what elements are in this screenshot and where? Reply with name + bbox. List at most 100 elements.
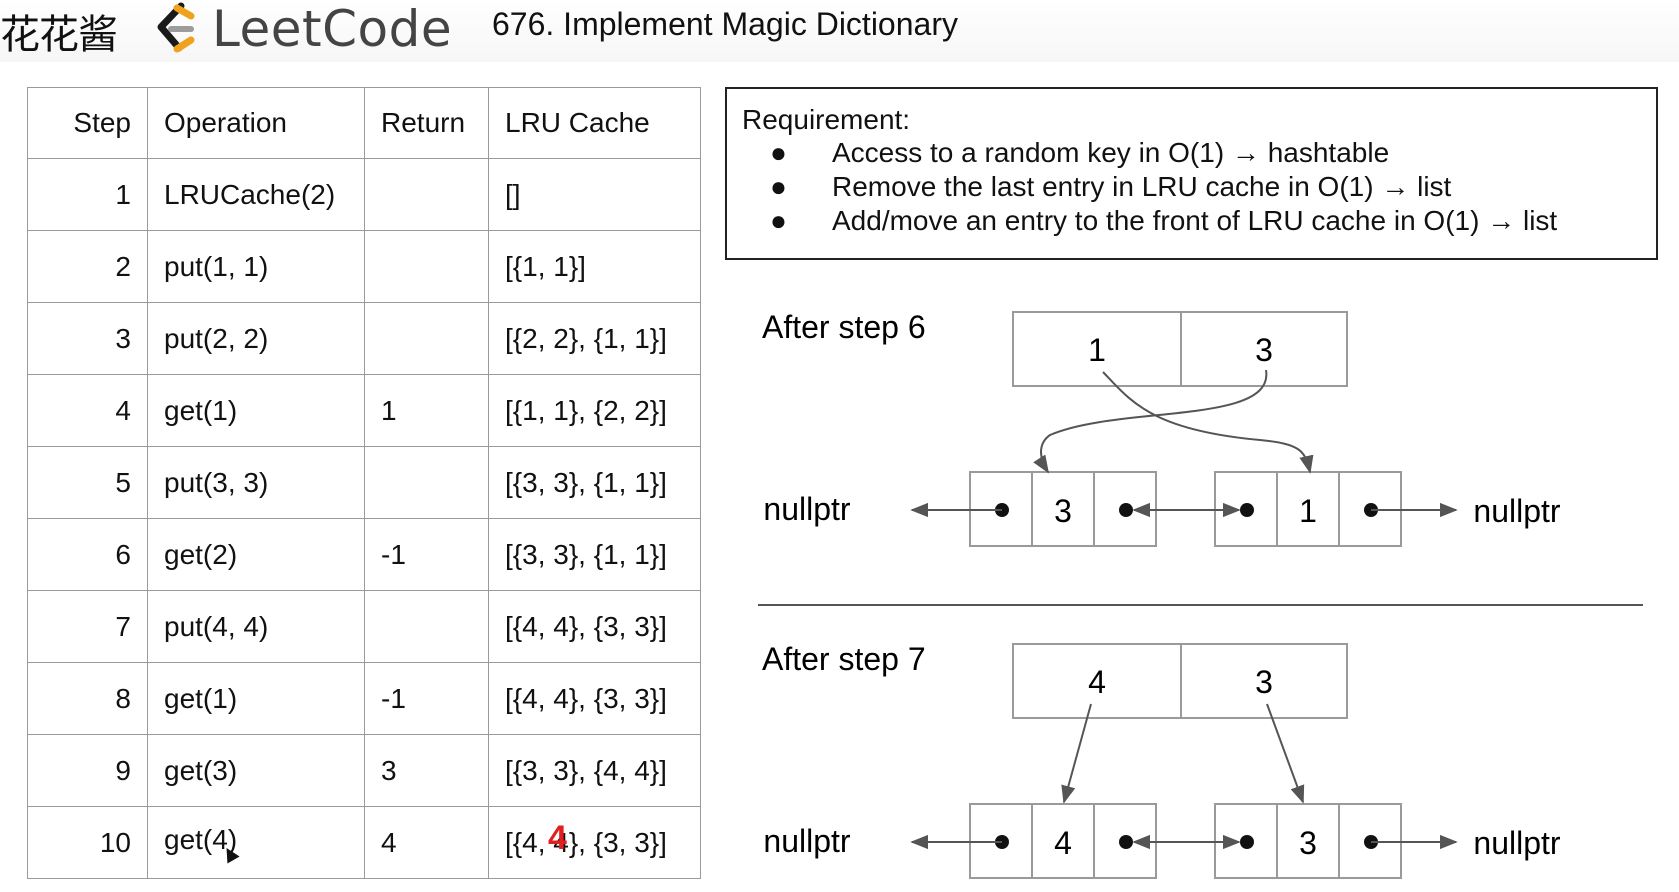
node-value-cell [1276, 471, 1340, 547]
diagram-after-step-7: After step 7 4 3 nullptr 4 3 nullptr [762, 641, 1561, 879]
cell-step: 7 [27, 590, 148, 663]
requirement-item: ● Access to a random key in O(1) → hashta… [742, 136, 1641, 170]
cell-operation-with-cursor: get(4) [147, 806, 365, 879]
linked-list: nullptr 4 3 nullptr [763, 703, 1561, 879]
cell-step: 1 [27, 158, 148, 231]
cell-cache: [{3, 3}, {1, 1}] [488, 446, 701, 519]
requirement-text: Add/move an entry to the front of LRU ca… [832, 205, 1558, 236]
node-value: 1 [1299, 493, 1317, 529]
hash-cell [1012, 311, 1182, 387]
column-header-lru-cache: LRU Cache [488, 87, 701, 159]
diagram-label: After step 7 [762, 641, 926, 677]
null-pointer-label: nullptr [1473, 493, 1561, 529]
node-value: 3 [1054, 493, 1072, 529]
null-pointer-label: nullptr [763, 823, 851, 859]
cell-cache: [{3, 3}, {1, 1}] [488, 518, 701, 591]
pointer-dot-icon [1240, 503, 1254, 517]
channel-name: 花花酱 [0, 12, 118, 58]
cell-operation: put(2, 2) [147, 302, 365, 375]
cell-operation: get(2) [147, 518, 365, 591]
cell-step: 6 [27, 518, 148, 591]
table-header-row: Step Operation Return LRU Cache [27, 87, 701, 159]
table-row: 7 put(4, 4) [{4, 4}, {3, 3}] [27, 590, 701, 663]
node-value-cell [1276, 803, 1340, 879]
cell-step: 5 [27, 446, 148, 519]
hash-to-node-arrow-icon [1102, 371, 1314, 474]
requirement-title: Requirement: [742, 104, 911, 135]
cell-operation: put(4, 4) [147, 590, 365, 663]
cell-return: -1 [364, 662, 489, 735]
requirement-text: Remove the last entry in LRU cache in O(… [832, 171, 1452, 202]
hash-key: 4 [1088, 664, 1106, 700]
cell-return [364, 590, 489, 663]
bullet-icon: ● [770, 171, 787, 202]
null-pointer-label: nullptr [763, 491, 851, 527]
cell-cache-annotated: [{4, 4}, {3, 3}]4 [488, 806, 701, 879]
table-row: 8 get(1) -1 [{4, 4}, {3, 3}] [27, 662, 701, 735]
table-row: 9 get(3) 3 [{3, 3}, {4, 4}] [27, 734, 701, 807]
table-row: 10 get(4) 4 [{4, 4}, {3, 3}]4 [27, 806, 701, 879]
hash-key: 3 [1255, 332, 1273, 368]
hash-cell [1180, 311, 1348, 387]
cell-return: 3 [364, 734, 489, 807]
table-row: 5 put(3, 3) [{3, 3}, {1, 1}] [27, 446, 701, 519]
cell-step: 3 [27, 302, 148, 375]
cell-cache: [{3, 3}, {4, 4}] [488, 734, 701, 807]
diagram-after-step-6: After step 6 1 3 nullptr 3 1 nullptr [762, 309, 1561, 547]
null-pointer-label: nullptr [1473, 825, 1561, 861]
cell-cache: [{2, 2}, {1, 1}] [488, 302, 701, 375]
cell-step: 4 [27, 374, 148, 447]
cell-return [364, 158, 489, 231]
table-row: 1 LRUCache(2) [] [27, 158, 701, 231]
hash-cell [1180, 643, 1348, 719]
operations-table: Step Operation Return LRU Cache 1 LRUCac… [27, 87, 701, 879]
diagram-label: After step 6 [762, 309, 926, 345]
requirement-item: ● Remove the last entry in LRU cache in O… [742, 170, 1641, 204]
table-row: 3 put(2, 2) [{2, 2}, {1, 1}] [27, 302, 701, 375]
requirement-text: Access to a random key in O(1) → hashtab… [832, 137, 1390, 168]
requirement-box: Requirement: ● Access to a random key in … [725, 87, 1658, 260]
hash-key: 1 [1088, 332, 1106, 368]
cell-operation-text: get(4) [164, 824, 238, 855]
cell-operation: get(3) [147, 734, 365, 807]
cell-operation: put(3, 3) [147, 446, 365, 519]
cache-text-wrap: [{4, 4}, {3, 3}]4 [505, 819, 667, 858]
cell-step: 9 [27, 734, 148, 807]
node-value-cell [1031, 803, 1095, 879]
cell-step: 8 [27, 662, 148, 735]
lru-diagrams: After step 6 1 3 nullptr 3 1 nullptr [758, 309, 1643, 879]
hash-to-node-arrow-icon [1061, 703, 1092, 804]
cell-operation: put(1, 1) [147, 230, 365, 303]
table-row: 6 get(2) -1 [{3, 3}, {1, 1}] [27, 518, 701, 591]
cell-return: -1 [364, 518, 489, 591]
bullet-icon: ● [770, 205, 787, 236]
column-header-return: Return [364, 87, 489, 159]
requirement-item: ● Add/move an entry to the front of LRU c… [742, 204, 1641, 238]
brand-wordmark: LeetCode [212, 0, 453, 58]
cell-cache: [] [488, 158, 701, 231]
pointer-dot-icon [1240, 835, 1254, 849]
column-header-operation: Operation [147, 87, 365, 159]
cell-cache: [{4, 4}, {3, 3}] [488, 590, 701, 663]
cell-operation: get(1) [147, 662, 365, 735]
node-value-cell [1031, 471, 1095, 547]
cell-return [364, 230, 489, 303]
bullet-icon: ● [770, 137, 787, 168]
cell-step: 10 [27, 806, 148, 879]
column-header-step: Step [27, 87, 148, 159]
leetcode-logo-icon [157, 2, 195, 53]
requirement-list: ● Access to a random key in O(1) → hashta… [742, 136, 1641, 238]
cell-return [364, 446, 489, 519]
red-annotation: 4 [548, 818, 567, 857]
cell-cache: [{1, 1}] [488, 230, 701, 303]
hashtable: 1 3 [1012, 311, 1348, 387]
cell-return: 4 [364, 806, 489, 879]
cell-operation: get(1) [147, 374, 365, 447]
cell-cache-text: [{4, 4}, {3, 3}] [505, 826, 667, 858]
cell-operation: LRUCache(2) [147, 158, 365, 231]
page-title: 676. Implement Magic Dictionary [492, 6, 958, 42]
cell-return: 1 [364, 374, 489, 447]
linked-list: nullptr 3 1 nullptr [763, 369, 1561, 547]
hashtable: 4 3 [1012, 643, 1348, 719]
pointer-dot-icon [1119, 503, 1133, 517]
